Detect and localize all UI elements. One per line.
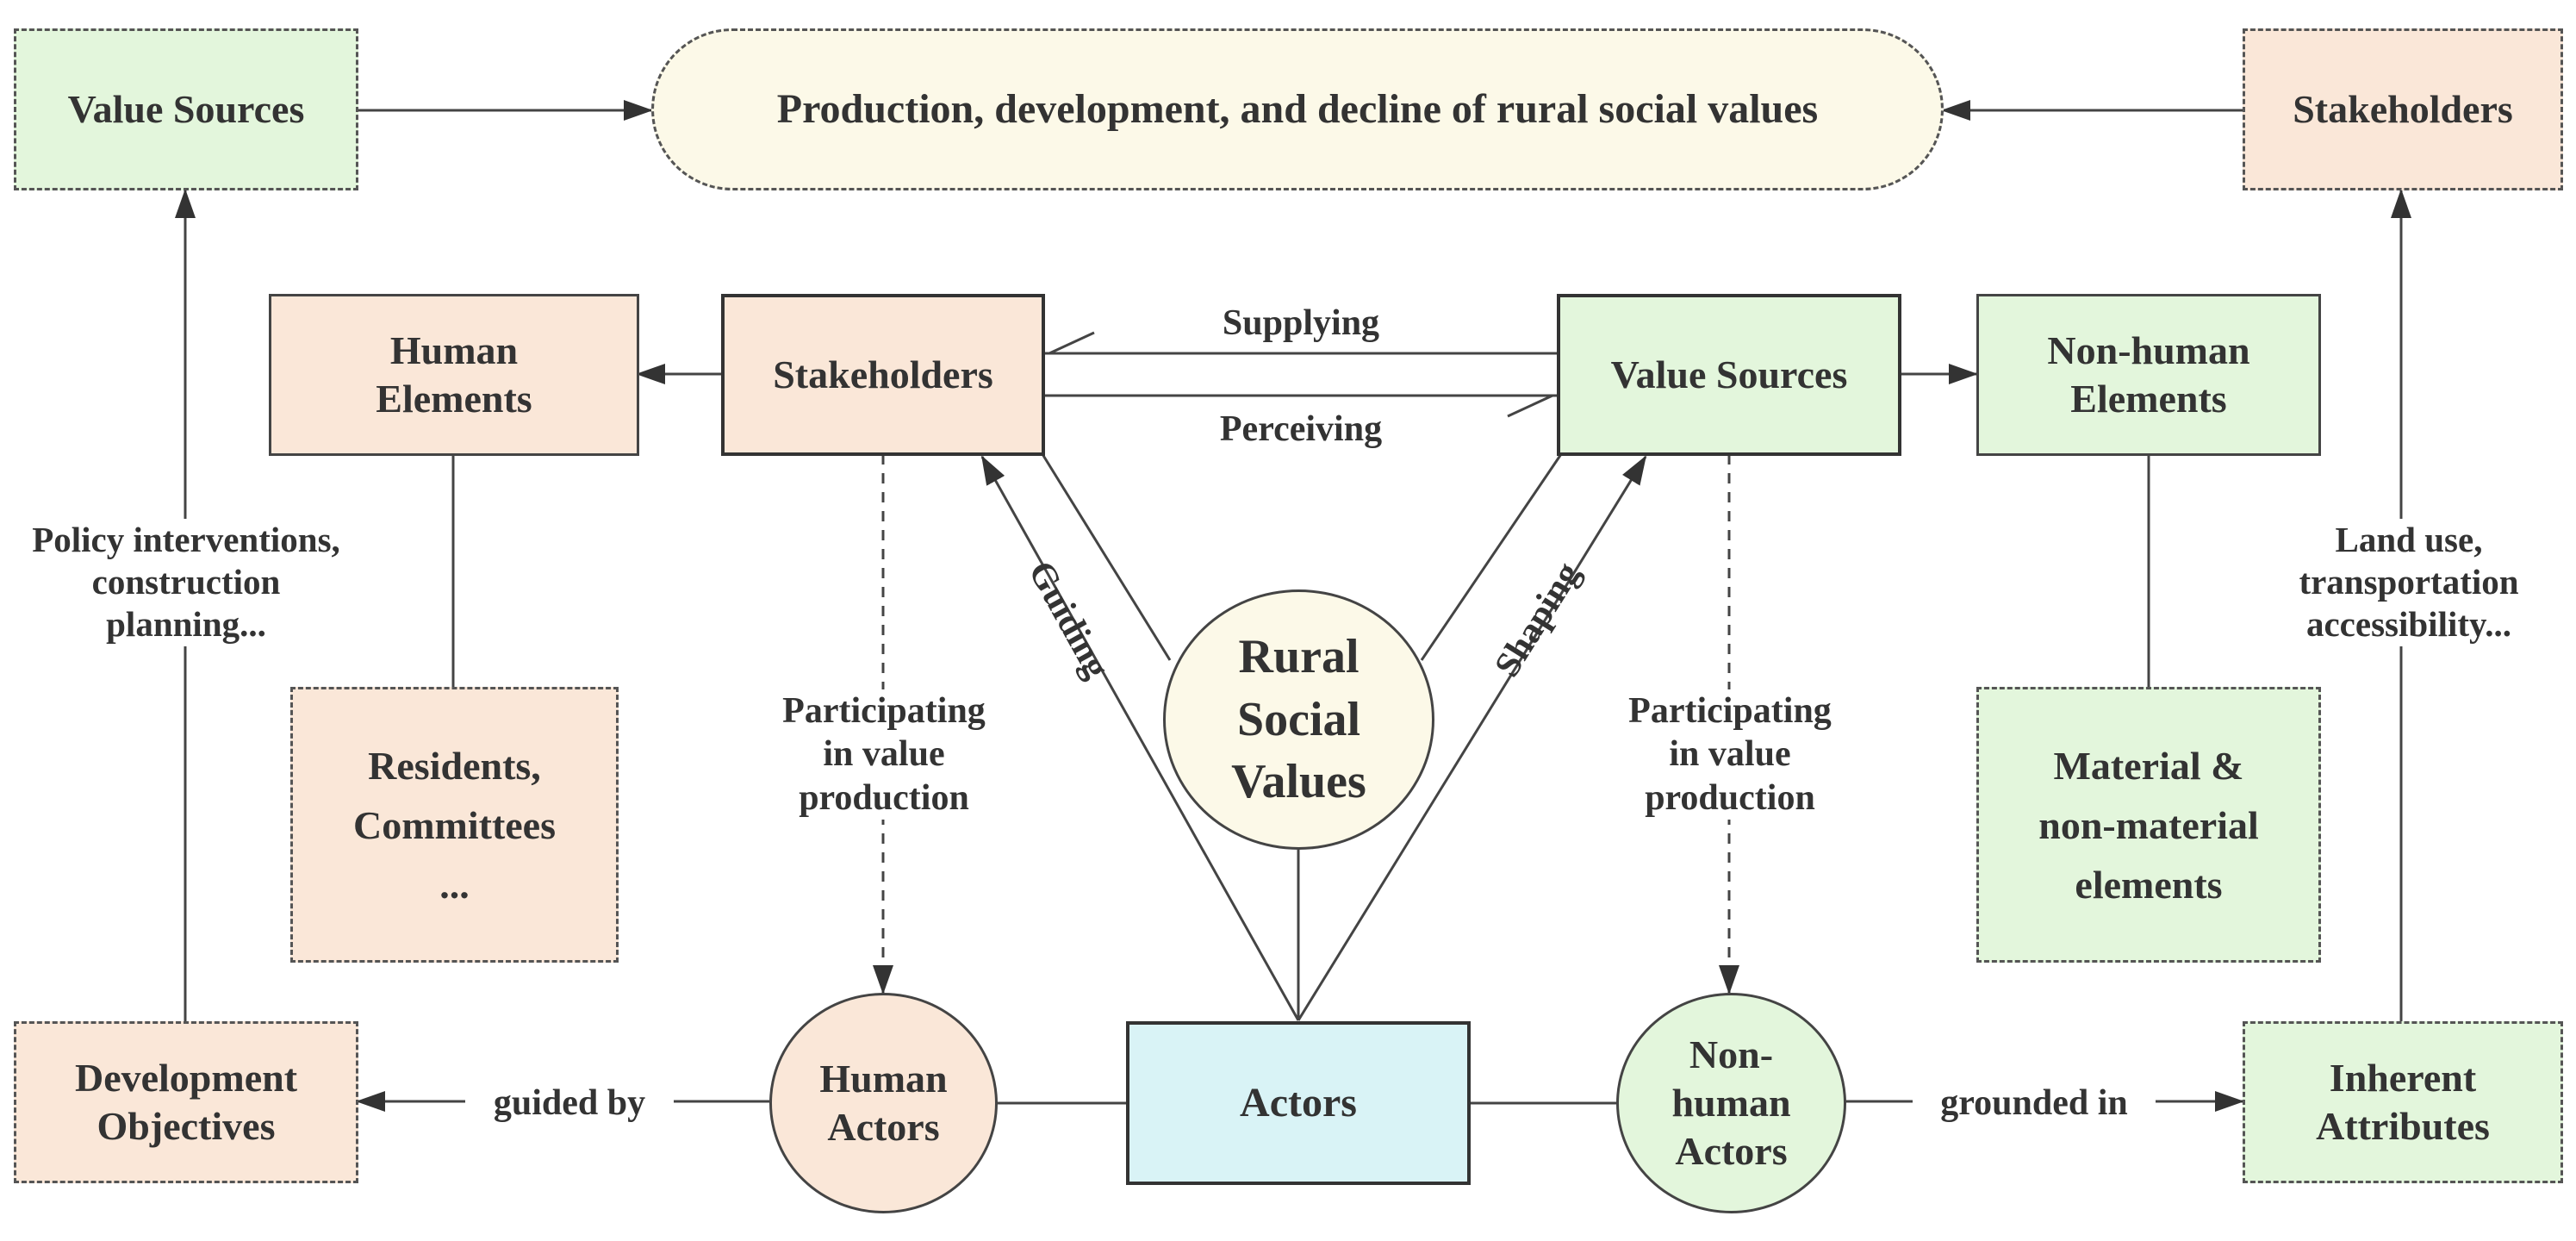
material-elements-label: Material & non-material elements bbox=[2038, 743, 2259, 907]
arrow-shaping bbox=[1297, 455, 1647, 1021]
actors-label: Actors bbox=[1240, 1079, 1357, 1126]
participating-left-label: Participating in value production bbox=[750, 689, 1018, 820]
perceiving-barb bbox=[1507, 394, 1553, 418]
supplying-label: Supplying bbox=[1222, 303, 1380, 343]
residents-committees-label: Residents, Committees ... bbox=[352, 743, 556, 907]
stakeholders-middle-box: Stakeholders bbox=[721, 294, 1045, 456]
development-objectives-label: Development Objectives bbox=[74, 1055, 298, 1148]
non-human-elements-box: Non-human Elements bbox=[1976, 294, 2321, 456]
human-actors-label: Human Actors bbox=[819, 1056, 948, 1149]
value-sources-middle-label: Value Sources bbox=[1610, 352, 1848, 396]
policy-interventions-label: Policy interventions, construction plann… bbox=[0, 519, 372, 646]
human-actors-circle: Human Actors bbox=[769, 993, 998, 1213]
value-sources-middle-box: Value Sources bbox=[1557, 294, 1901, 456]
stakeholders-top-box: Stakeholders bbox=[2243, 28, 2563, 190]
value-sources-top-box: Value Sources bbox=[14, 28, 358, 190]
non-human-elements-label: Non-human Elements bbox=[2047, 327, 2250, 421]
non-human-actors-circle: Non- human Actors bbox=[1616, 993, 1846, 1213]
development-objectives-box: Development Objectives bbox=[14, 1021, 358, 1183]
land-use-label: Land use, transportation accessibility..… bbox=[2262, 519, 2556, 646]
production-decline-label: Production, development, and decline of … bbox=[776, 85, 1819, 132]
line-stakeholders-to-center bbox=[1041, 453, 1172, 661]
production-decline-box: Production, development, and decline of … bbox=[651, 28, 1944, 190]
line-value-sources-to-center bbox=[1420, 453, 1563, 661]
guided-by-label: guided by bbox=[465, 1082, 674, 1126]
rural-social-values-label: Rural Social Values bbox=[1231, 629, 1366, 809]
grounded-in-label: grounded in bbox=[1913, 1082, 2156, 1126]
perceiving-label: Perceiving bbox=[1219, 409, 1383, 449]
human-elements-box: Human Elements bbox=[269, 294, 639, 456]
actors-box: Actors bbox=[1126, 1021, 1471, 1185]
residents-committees-box: Residents, Committees ... bbox=[290, 687, 619, 963]
stakeholders-middle-label: Stakeholders bbox=[773, 352, 993, 396]
stakeholders-top-label: Stakeholders bbox=[2293, 86, 2513, 131]
non-human-actors-label: Non- human Actors bbox=[1671, 1032, 1791, 1174]
rural-social-values-circle: Rural Social Values bbox=[1163, 589, 1434, 850]
value-sources-top-label: Value Sources bbox=[67, 86, 305, 131]
material-elements-box: Material & non-material elements bbox=[1976, 687, 2321, 963]
arrow-guiding bbox=[980, 455, 1300, 1021]
supplying-barb bbox=[1048, 331, 1095, 355]
human-elements-label: Human Elements bbox=[376, 327, 532, 421]
inherent-attributes-label: Inherent Attributes bbox=[2316, 1055, 2490, 1148]
inherent-attributes-box: Inherent Attributes bbox=[2243, 1021, 2563, 1183]
participating-right-label: Participating in value production bbox=[1596, 689, 1864, 820]
